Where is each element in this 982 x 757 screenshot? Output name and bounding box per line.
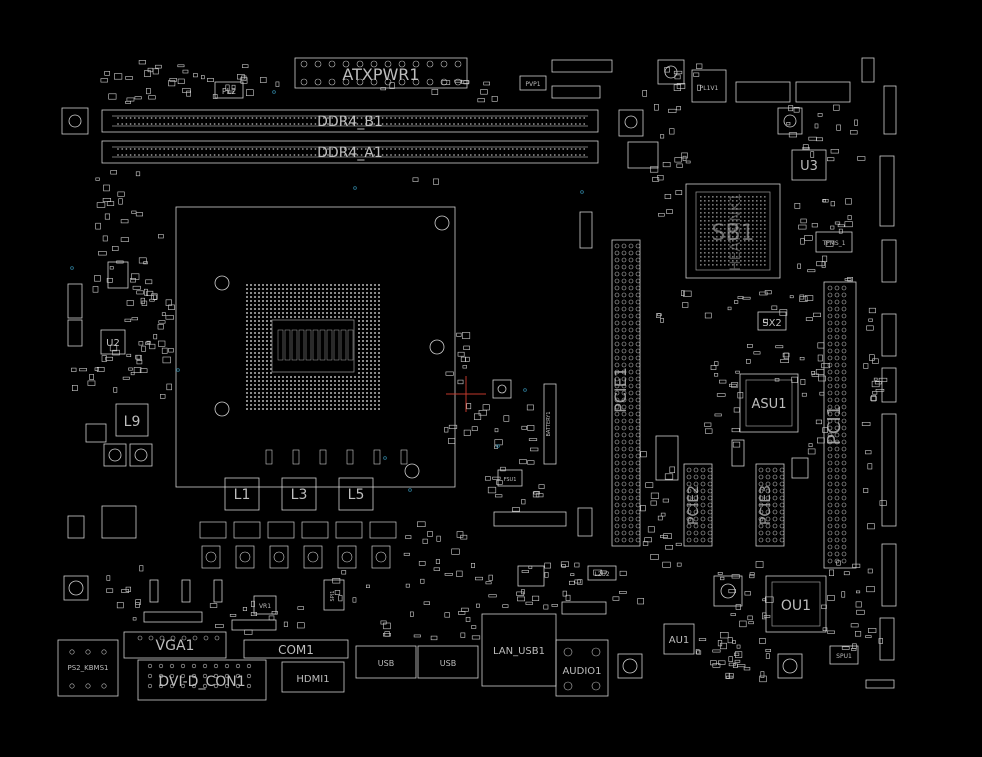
vrm-area: U2 L9 L1 L3 L5 (67, 261, 408, 569)
asu1-chip: ASU1 (655, 373, 809, 481)
pcie2-slot: PCIE2 (683, 463, 713, 547)
atxpwr1-label: ATXPWR1 (342, 65, 419, 84)
audio-codec: AU1 L2U2 (517, 565, 695, 679)
pci1-slot: PCI1 (823, 281, 857, 569)
ou1-chip: OU1 SPU1 (713, 575, 859, 679)
u2-label: U2 (106, 338, 120, 349)
right-top-ics: U3 TPMS_1 SX2 (757, 57, 897, 661)
pci1-label: PCI1 (824, 405, 845, 445)
fsu1-label: FSU1 (504, 477, 517, 483)
com1-label: COM1 (278, 643, 314, 657)
pl1v1-label: PL1V1 (700, 85, 719, 92)
pcie1-label: PCIE1 (611, 367, 630, 413)
l1-label: L1 (234, 487, 251, 503)
top-left-components: PL2 PVP1 PL1V1 (61, 59, 851, 169)
battery-label: BATTERY1 (546, 411, 552, 436)
vr1-label: VR1 (259, 603, 271, 610)
pl2-label: PL2 (222, 87, 236, 96)
rear-io: PS2_KBMS1 VGA1 DVI-D_CON1 COM1 HDMI1 USB… (57, 511, 895, 701)
dimm-slot-b: DDR4_B1 (101, 109, 599, 133)
pcie3-label: PCIE3 (758, 485, 774, 525)
crosshair-cursor (446, 376, 486, 412)
lan-usb-label: LAN_USB1 (493, 646, 545, 657)
l3-label: L3 (291, 487, 308, 503)
u3-label: U3 (800, 159, 818, 174)
asu1-label: ASU1 (752, 397, 787, 412)
ou1-label: OU1 (781, 598, 811, 614)
smd-components (70, 60, 888, 683)
tpm-label: TPMS_1 (821, 240, 845, 247)
heatsink-label: HEATSINK1 (728, 193, 744, 271)
pcie1-slot: PCIE1 (611, 239, 641, 547)
ddr4-a1-label: DDR4_A1 (317, 145, 383, 161)
pcie3-slot: PCIE3 (755, 463, 785, 547)
spi1-label: SPI1 (330, 591, 336, 602)
ps2-label: PS2_KBMS1 (68, 664, 109, 672)
cpu-socket (175, 206, 456, 488)
chipset-sb1: SB1 HEATSINK1 (685, 183, 781, 279)
pcie2-label: PCIE2 (686, 485, 702, 525)
sx2-label: SX2 (762, 318, 782, 329)
au1-label: AU1 (669, 635, 690, 646)
l9-label: L9 (124, 414, 141, 430)
usb-label-2: USB (440, 659, 456, 668)
battery-holder: BATTERY1 FSU1 (492, 211, 593, 537)
vga1-label: VGA1 (156, 638, 195, 654)
l2u2-label: L2U2 (594, 571, 610, 578)
ddr4-b1-label: DDR4_B1 (317, 114, 383, 130)
audio1-label: AUDIO1 (562, 666, 601, 677)
pvp1-label: PVP1 (525, 81, 540, 88)
atx-power-connector: ATXPWR1 (294, 57, 468, 89)
spu1-label: SPU1 (836, 653, 852, 660)
dimm-slot-a: DDR4_A1 (101, 140, 599, 164)
l5-label: L5 (348, 487, 365, 503)
sb1-label: SB1 (711, 221, 754, 246)
hdmi1-label: HDMI1 (296, 674, 329, 685)
dvi-label: DVI-D_CON1 (158, 674, 245, 690)
usb-label-1: USB (378, 659, 394, 668)
